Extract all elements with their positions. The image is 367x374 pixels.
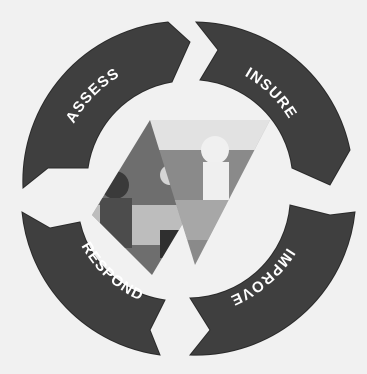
center-photo [92,120,270,275]
insure-segment [194,21,351,186]
respond-segment [21,211,166,356]
improve-segment [188,204,356,356]
cycle-ring [21,21,356,356]
assess-segment [22,21,191,190]
